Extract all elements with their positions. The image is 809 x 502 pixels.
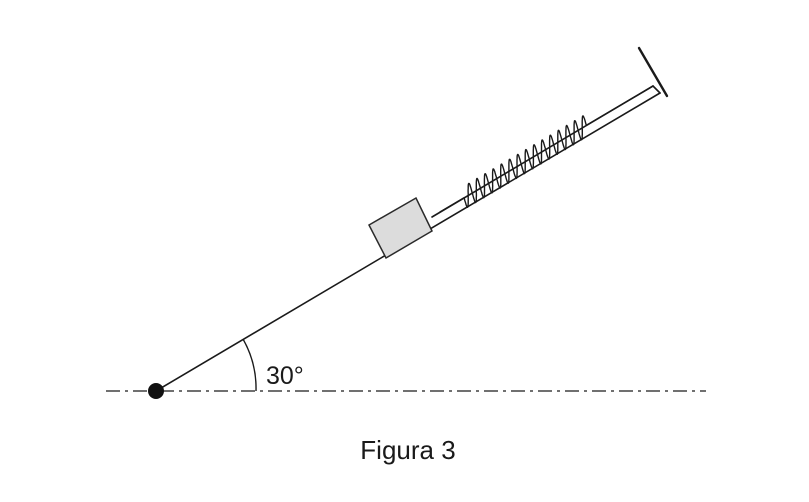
block [368, 196, 433, 260]
figure-caption: Figura 3 [360, 435, 455, 465]
pivot-point [148, 383, 164, 399]
wall [637, 46, 669, 98]
angle-arc [242, 338, 257, 392]
angle-label: 30° [266, 362, 304, 390]
spring [439, 85, 654, 213]
incline-top-end-cap [652, 85, 661, 94]
